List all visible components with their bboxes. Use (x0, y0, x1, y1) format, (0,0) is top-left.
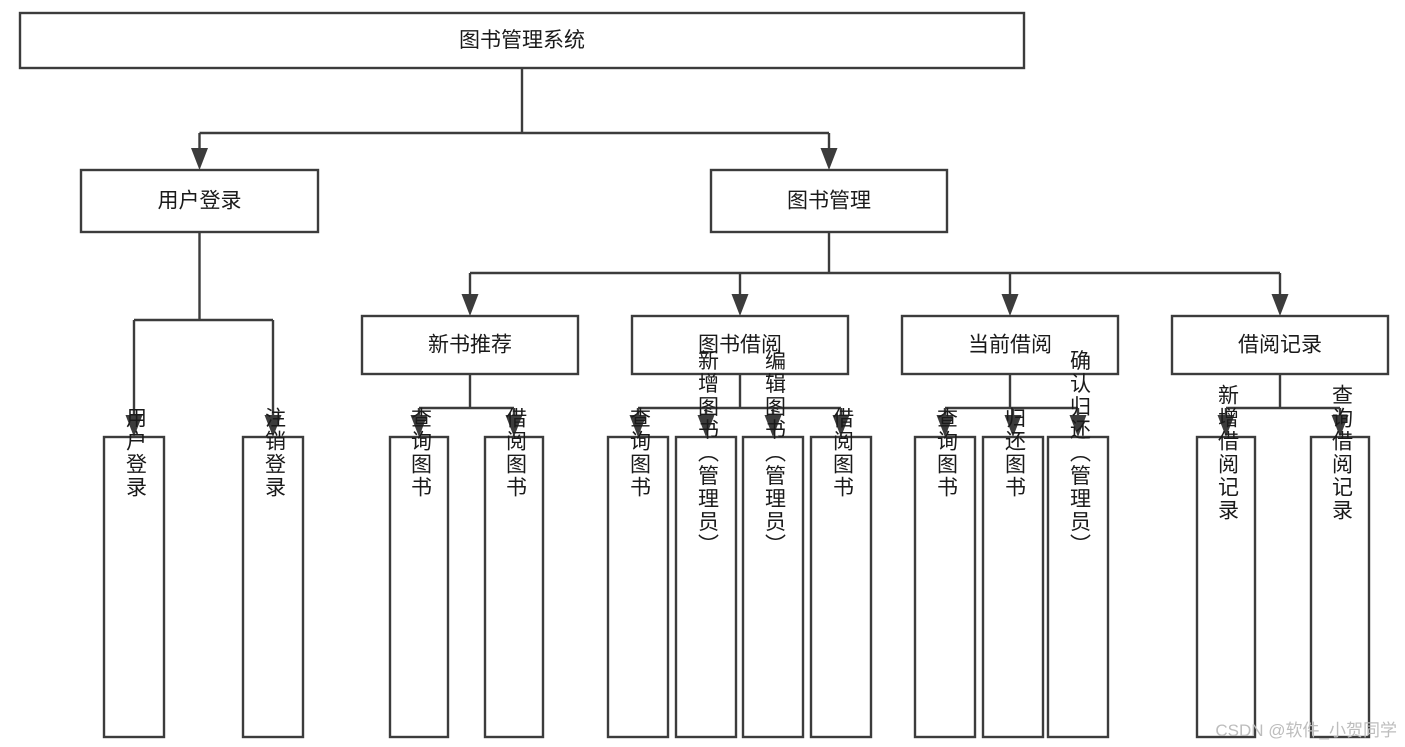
node-leaf-user-login[interactable]: 用户登录 (102, 407, 166, 739)
node-box-root[interactable] (18, 11, 1026, 70)
node-leaf-edit-book[interactable]: 编辑图书（管理员） (741, 350, 805, 739)
node-box-leaf-borrow-book-recommend[interactable] (483, 435, 545, 739)
node-label-leaf-add-book: 新增图书（管理员） (695, 350, 719, 557)
node-user-login[interactable]: 用户登录 (79, 168, 320, 234)
node-leaf-borrow-book-recommend[interactable]: 借阅图书 (483, 407, 545, 739)
node-label-user-login: 用户登录 (158, 190, 242, 213)
arrow-head-icon (1069, 415, 1087, 437)
node-box-leaf-query-book-current[interactable] (913, 435, 977, 739)
node-root[interactable]: 图书管理系统 (18, 11, 1026, 70)
arrow-head-icon (1271, 294, 1289, 316)
arrow-head-icon (629, 415, 647, 437)
node-layer: 图书管理系统用户登录图书管理新书推荐图书借阅当前借阅借阅记录用户登录注销登录查询… (18, 11, 1390, 739)
arrow-head-icon (1331, 415, 1349, 437)
node-label-leaf-query-book: 查询图书 (627, 407, 651, 499)
edge-group-user-login (125, 232, 282, 437)
node-borrow-record[interactable]: 借阅记录 (1170, 314, 1390, 376)
node-label-leaf-borrow-book-recommend: 借阅图书 (503, 407, 527, 499)
arrow-head-icon (764, 415, 782, 437)
connector-layer (125, 68, 1349, 437)
node-leaf-add-book[interactable]: 新增图书（管理员） (674, 350, 738, 739)
arrow-head-icon (125, 415, 143, 437)
node-label-new-book-recommend: 新书推荐 (428, 334, 512, 357)
arrow-head-icon (1217, 415, 1235, 437)
node-box-leaf-borrow-book[interactable] (809, 435, 873, 739)
node-leaf-query-book[interactable]: 查询图书 (606, 407, 670, 739)
node-leaf-borrow-book[interactable]: 借阅图书 (809, 407, 873, 739)
node-book-management[interactable]: 图书管理 (709, 168, 949, 234)
node-new-book-recommend[interactable]: 新书推荐 (360, 314, 580, 376)
edge-group-current-borrow (936, 374, 1087, 437)
node-label-leaf-return-book: 归还图书 (1002, 407, 1026, 499)
node-box-leaf-add-borrow-record[interactable] (1195, 435, 1257, 739)
node-box-current-borrow[interactable] (900, 314, 1120, 376)
node-leaf-query-book-recommend[interactable]: 查询图书 (388, 407, 450, 739)
node-box-leaf-confirm-return[interactable] (1046, 435, 1110, 739)
node-label-leaf-query-book-current: 查询图书 (934, 407, 958, 499)
edge-group-root (191, 68, 838, 170)
node-box-user-login[interactable] (79, 168, 320, 234)
node-box-leaf-user-login[interactable] (102, 435, 166, 739)
arrow-head-icon (936, 415, 954, 437)
node-label-leaf-borrow-book: 借阅图书 (830, 407, 854, 499)
node-label-leaf-confirm-return: 确认归还（管理员） (1067, 350, 1091, 557)
node-label-leaf-user-login: 用户登录 (123, 407, 147, 499)
node-box-book-borrow[interactable] (630, 314, 850, 376)
node-box-book-management[interactable] (709, 168, 949, 234)
node-leaf-query-book-current[interactable]: 查询图书 (913, 407, 977, 739)
node-label-leaf-user-logout: 注销登录 (262, 407, 286, 499)
node-leaf-user-logout[interactable]: 注销登录 (241, 407, 305, 739)
node-label-leaf-query-borrow-record: 查询借阅记录 (1329, 384, 1353, 522)
node-box-leaf-query-borrow-record[interactable] (1309, 435, 1371, 739)
node-label-root: 图书管理系统 (459, 29, 585, 52)
arrow-head-icon (1004, 415, 1022, 437)
node-label-book-management: 图书管理 (787, 190, 871, 213)
node-box-leaf-query-book[interactable] (606, 435, 670, 739)
node-leaf-confirm-return[interactable]: 确认归还（管理员） (1046, 350, 1110, 739)
node-label-current-borrow: 当前借阅 (968, 334, 1052, 357)
node-box-leaf-user-logout[interactable] (241, 435, 305, 739)
arrow-head-icon (731, 294, 749, 316)
node-current-borrow[interactable]: 当前借阅 (900, 314, 1120, 376)
node-box-leaf-query-book-recommend[interactable] (388, 435, 450, 739)
node-label-book-borrow: 图书借阅 (698, 334, 782, 357)
watermark-label: CSDN @软件_小贺同学 (1215, 721, 1397, 740)
arrow-head-icon (191, 148, 208, 170)
edge-group-book-management (461, 232, 1289, 316)
edge-group-borrow-record (1217, 374, 1349, 437)
node-label-leaf-edit-book: 编辑图书（管理员） (762, 350, 786, 557)
node-box-leaf-return-book[interactable] (981, 435, 1045, 739)
node-box-new-book-recommend[interactable] (360, 314, 580, 376)
node-box-leaf-add-book[interactable] (674, 435, 738, 739)
node-box-leaf-edit-book[interactable] (741, 435, 805, 739)
arrow-head-icon (505, 415, 523, 437)
arrow-head-icon (461, 294, 479, 316)
arrow-head-icon (264, 415, 282, 437)
node-leaf-query-borrow-record[interactable]: 查询借阅记录 (1309, 384, 1371, 739)
edge-group-new-book-recommend (410, 374, 523, 437)
node-book-borrow[interactable]: 图书借阅 (630, 314, 850, 376)
node-leaf-return-book[interactable]: 归还图书 (981, 407, 1045, 739)
edge-group-book-borrow (629, 374, 850, 437)
node-box-borrow-record[interactable] (1170, 314, 1390, 376)
arrow-head-icon (410, 415, 428, 437)
node-label-leaf-add-borrow-record: 新增借阅记录 (1215, 384, 1239, 522)
node-label-leaf-query-book-recommend: 查询图书 (408, 407, 432, 499)
arrow-head-icon (820, 148, 838, 170)
node-label-borrow-record: 借阅记录 (1238, 334, 1322, 357)
arrow-head-icon (1001, 294, 1019, 316)
arrow-head-icon (832, 415, 850, 437)
arrow-head-icon (697, 415, 715, 437)
node-leaf-add-borrow-record[interactable]: 新增借阅记录 (1195, 384, 1257, 739)
